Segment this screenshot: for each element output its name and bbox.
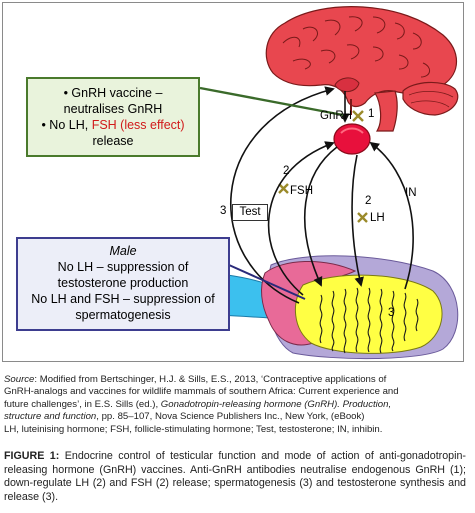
fsh-number-label: 2 — [283, 165, 290, 177]
source-citation: Source: Modified from Bertschinger, H.J.… — [4, 374, 466, 436]
vaccine-line-2: neutralises GnRH — [63, 102, 163, 116]
inhibin-label: IN — [405, 187, 417, 199]
source-text-2: GnRH-analogs and vaccines for wildlife m… — [4, 386, 399, 398]
lh-arrow — [351, 154, 364, 287]
fsh-arrow — [303, 146, 338, 287]
pituitary-gland — [333, 99, 371, 155]
vaccine-line-3-prefix: • No LH, — [41, 118, 92, 132]
male-line-2: testosterone production — [57, 276, 189, 290]
male-line-3: No LH and FSH – suppression of — [31, 292, 215, 306]
block-mark-lh — [357, 212, 368, 223]
male-info-box: Male No LH – suppression of testosterone… — [16, 237, 230, 331]
source-text-3b: Gonadotropin-releasing hormone (GnRH). P… — [160, 398, 392, 410]
brain — [265, 6, 459, 132]
source-text-3a: future challenges’, in E.S. Sills (ed.), — [4, 398, 161, 410]
lh-number-label: 2 — [365, 195, 372, 207]
testosterone-label: Test — [239, 206, 261, 218]
male-title: Male — [109, 244, 137, 258]
figure-frame — [2, 2, 464, 362]
gnrh-label: GnRH — [320, 110, 352, 122]
figure-caption-text: Endocrine control of testicular function… — [4, 450, 466, 503]
male-line-1: No LH – suppression of — [57, 260, 189, 274]
testosterone-box: Test — [232, 204, 268, 221]
test-number-label: 3 — [220, 205, 227, 217]
gnrh-number-label: 1 — [368, 108, 375, 120]
vaccine-info-box: • GnRH vaccine – neutralises GnRH • No L… — [26, 77, 200, 157]
source-text-1: : Modified from Bertschinger, H.J. & Sil… — [34, 374, 387, 385]
vaccine-callout-line — [199, 86, 344, 117]
male-line-4: spermatogenesis — [75, 308, 171, 322]
source-text-4a: structure and function — [4, 411, 97, 423]
male-callout-line — [228, 264, 306, 300]
vaccine-line-1: • GnRH vaccine – — [63, 86, 163, 100]
vaccine-line-3: • No LH, FSH (less effect) — [32, 117, 194, 133]
figure-caption-label: FIGURE 1: — [4, 450, 60, 462]
figure-caption: FIGURE 1: Endocrine control of testicula… — [4, 450, 466, 504]
endocrine-diagram — [152, 6, 459, 360]
testis-number-label: 3 — [388, 307, 395, 319]
inhibin-arrow — [369, 141, 414, 290]
vaccine-line-3-highlight: FSH (less effect) — [91, 118, 185, 132]
vaccine-line-4: release — [92, 134, 134, 148]
testosterone-to-pituitary-arrow — [267, 141, 335, 296]
lh-label: LH — [370, 212, 385, 224]
abbreviations: LH, luteinising hormone; FSH, follicle-s… — [4, 423, 383, 435]
source-text-4b: , pp. 85–107, Nova Science Publishers In… — [96, 411, 365, 423]
block-mark-fsh — [278, 183, 289, 194]
source-label: Source — [4, 374, 35, 385]
block-mark-gnrh — [352, 110, 364, 122]
fsh-label: FSH — [290, 185, 313, 197]
